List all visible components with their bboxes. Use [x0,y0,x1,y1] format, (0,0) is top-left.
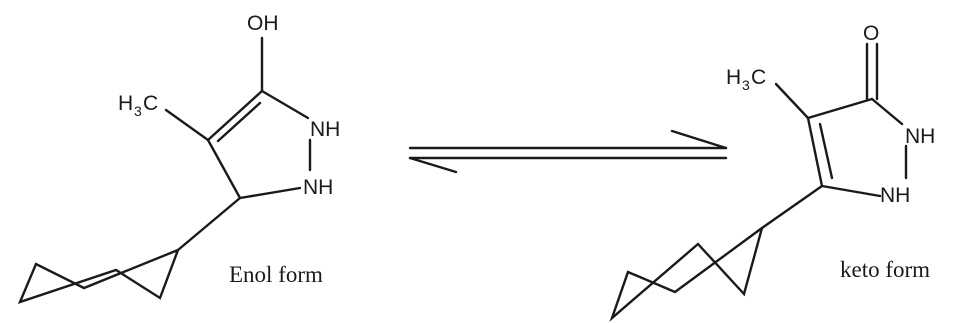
keto-c3-c4-double-bond-b [818,122,834,180]
enol-oh-label: OH [247,12,279,35]
enol-nh-bottom-label: NH [303,176,333,199]
keto-form-caption: keto form [840,257,930,282]
enol-methyl-bond [164,108,210,142]
keto-c4-c5-bond [806,97,874,120]
keto-n2-c3-bond [820,184,882,198]
keto-nh-top-label: NH [905,125,935,148]
keto-nh-bottom-label: NH [880,184,910,207]
enol-structure [17,36,312,304]
enol-cyclohexyl-bond [176,196,242,252]
equilibrium-arrows [408,129,728,174]
enol-methyl-h-label: H [118,92,133,115]
enol-c3-c4-bond [206,138,242,200]
enol-form-caption: Enol form [229,262,323,287]
keto-cyclohexyl-bond [760,184,824,230]
keto-methyl-bond [774,82,810,120]
keto-c5-n1-bond [870,97,904,126]
keto-methyl-h-label: H [726,66,741,89]
enol-methyl-c-label: C [143,92,158,115]
forward-harpoon-barb [670,129,728,150]
keto-o-label: O [863,22,879,45]
keto-c3-c4-double-bond-a [806,116,824,188]
reverse-harpoon-barb [408,156,458,174]
keto-methyl-c-label: C [751,66,766,89]
enol-c5-n1-bond [260,89,310,120]
enol-n2-c3-bond [238,186,302,200]
keto-methyl-subscript: 3 [742,77,750,93]
enol-cyclohexane-ring [17,248,180,304]
enol-c4-c5-double-bond-a [206,89,264,142]
enol-nh-top-label: NH [310,118,340,141]
keto-cyclohexane-ring [609,226,764,322]
keto-structure [609,42,908,322]
enol-methyl-subscript: 3 [134,103,142,119]
enol-c4-c5-double-bond-b [216,101,262,143]
